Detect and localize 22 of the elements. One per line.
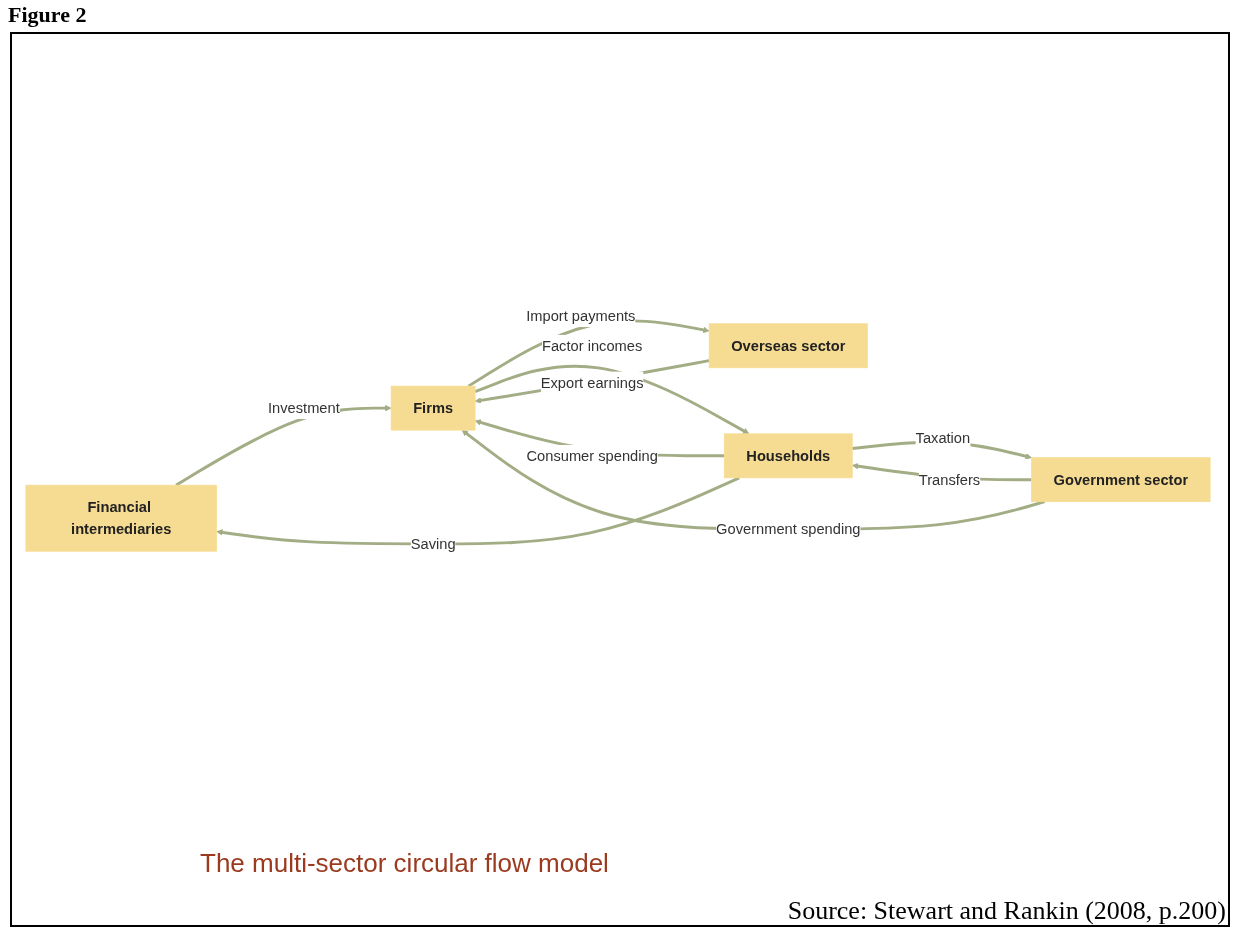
edge-label: Factor incomes bbox=[541, 337, 643, 354]
node-box: Government sector bbox=[1031, 457, 1211, 503]
node-box: Households bbox=[723, 433, 853, 479]
node-box: Financial intermediaries bbox=[25, 484, 217, 552]
arrow bbox=[461, 429, 1046, 531]
edge-label: Government spending bbox=[716, 521, 861, 538]
edge-label: Export earnings bbox=[540, 374, 644, 391]
edge-label: Saving bbox=[410, 535, 456, 552]
source-note: Source: Stewart and Rankin (2008, p.200) bbox=[787, 896, 1226, 926]
caption: The multi-sector circular flow model bbox=[200, 848, 609, 879]
edge-label: Investment bbox=[267, 400, 340, 417]
node-box: Overseas sector bbox=[708, 323, 868, 369]
arrow bbox=[467, 319, 710, 388]
arrow bbox=[474, 359, 710, 404]
edge-label: Import payments bbox=[526, 308, 636, 325]
figure-title: Figure 2 bbox=[8, 2, 87, 28]
arrow bbox=[216, 476, 740, 546]
edge-label: Transfers bbox=[918, 471, 981, 488]
edge-label: Consumer spending bbox=[526, 447, 658, 464]
arrow bbox=[474, 364, 750, 435]
node-box: Firms bbox=[390, 385, 476, 431]
edge-label: Taxation bbox=[915, 430, 971, 447]
